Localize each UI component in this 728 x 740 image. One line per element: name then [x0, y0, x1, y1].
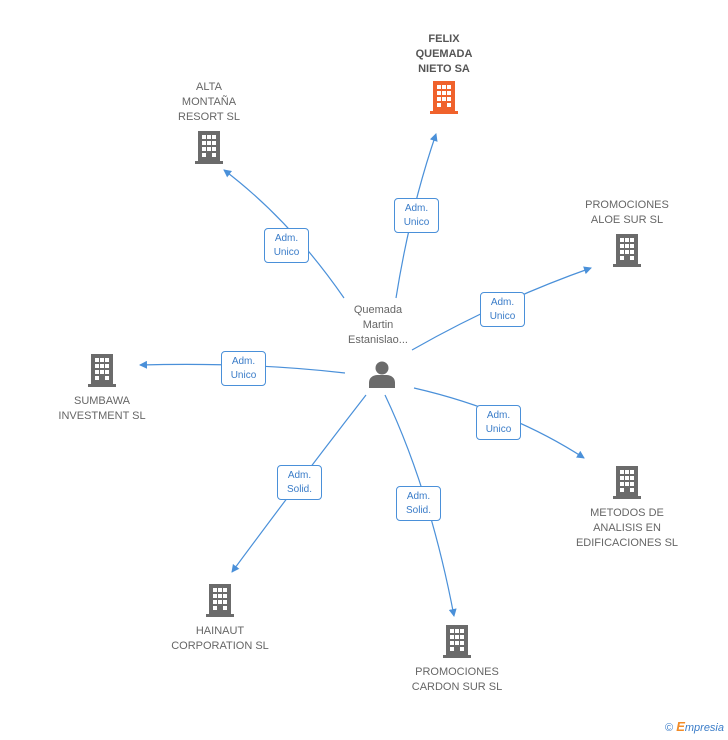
role-badge-hainaut[interactable]: Adm. Solid.	[277, 465, 322, 500]
company-node-metodos[interactable]: METODOS DE ANALISIS EN EDIFICACIONES SL	[566, 464, 688, 551]
company-node-sumbawa[interactable]: SUMBAWA INVESTMENT SL	[46, 352, 158, 424]
role-badge-metodos[interactable]: Adm. Unico	[476, 405, 521, 440]
copyright-icon: ©	[665, 722, 674, 734]
company-node-felix[interactable]: FELIX QUEMADA NIETO SA	[394, 32, 494, 115]
building-icon	[613, 466, 641, 499]
company-name: SUMBAWA INVESTMENT SL	[58, 395, 146, 422]
empresia-watermark[interactable]: © Empresia	[665, 719, 724, 734]
building-icon	[430, 81, 458, 114]
company-name: METODOS DE ANALISIS EN EDIFICACIONES SL	[575, 507, 679, 549]
brand-logo-text: mpresia	[684, 722, 724, 734]
role-badge-felix[interactable]: Adm. Unico	[394, 198, 439, 233]
company-name: PROMOCIONES ALOE SUR SL	[585, 199, 669, 226]
company-node-promo-cardon[interactable]: PROMOCIONES CARDON SUR SL	[400, 623, 514, 695]
company-name: HAINAUT CORPORATION SL	[171, 625, 269, 652]
company-name: ALTA MONTAÑA RESORT SL	[178, 81, 240, 123]
role-badge-alta[interactable]: Adm. Unico	[264, 228, 309, 263]
building-icon	[88, 354, 116, 387]
role-badge-promo-cardon[interactable]: Adm. Solid.	[396, 486, 441, 521]
building-icon	[443, 625, 471, 658]
building-icon	[613, 234, 641, 267]
company-node-alta[interactable]: ALTA MONTAÑA RESORT SL	[159, 80, 259, 165]
company-name: PROMOCIONES CARDON SUR SL	[411, 666, 503, 693]
person-icon[interactable]	[367, 359, 397, 389]
company-node-promo-aloe[interactable]: PROMOCIONES ALOE SUR SL	[571, 198, 683, 268]
edge-alta	[223, 169, 345, 299]
brand-logo-e: E	[676, 719, 685, 734]
company-node-hainaut[interactable]: HAINAUT CORPORATION SL	[164, 582, 276, 654]
role-badge-promo-aloe[interactable]: Adm. Unico	[480, 292, 525, 327]
role-badge-sumbawa[interactable]: Adm. Unico	[221, 351, 266, 386]
person-name[interactable]: Quemada Martin Estanislao...	[348, 304, 408, 346]
company-name: FELIX QUEMADA NIETO SA	[415, 33, 473, 75]
building-icon	[206, 584, 234, 617]
building-icon	[195, 131, 223, 164]
